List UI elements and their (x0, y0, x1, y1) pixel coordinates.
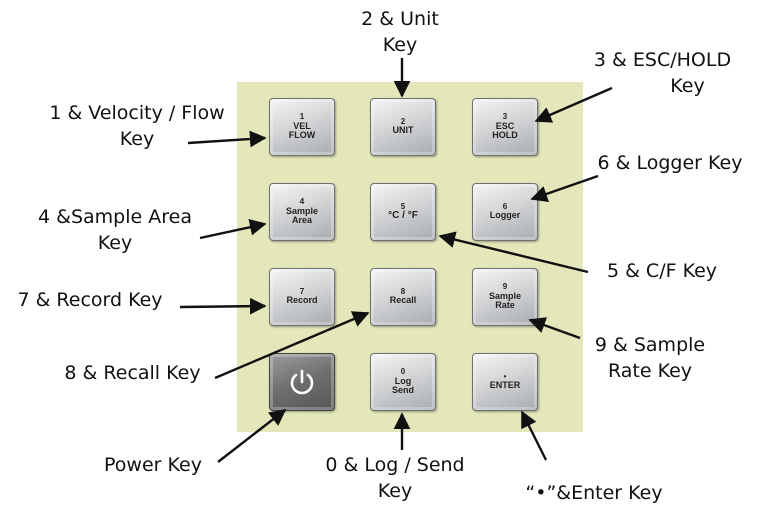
callout-9: 9 & Sample Rate Key (580, 332, 720, 384)
key-number: 4 (299, 197, 305, 207)
key-label: ESC (495, 120, 515, 131)
callout-2-line1: 2 & Unit (361, 8, 439, 30)
key-2-unit[interactable]: 2 UNIT (370, 98, 436, 156)
key-label: Sample (285, 205, 318, 216)
key-4-sample-area[interactable]: 4 Sample Area (269, 183, 335, 241)
callout-5-line1: 5 & C/F Key (606, 260, 718, 282)
power-icon (290, 369, 314, 395)
key-dot-enter[interactable]: • ENTER (472, 353, 538, 411)
key-number: 5 (400, 201, 406, 211)
callout-power: Power Key (92, 452, 214, 478)
key-label: Log (394, 375, 412, 386)
callout-2: 2 & Unit Key (330, 6, 470, 58)
arrow-4 (199, 218, 267, 240)
key-label: Recall (389, 295, 417, 306)
callout-3-line1: 3 & ESC/HOLD (593, 49, 732, 71)
key-number: 6 (502, 202, 508, 212)
callout-0-line1: 0 & Log / Send (325, 454, 465, 476)
callout-9-line1: 9 & Sample (594, 334, 706, 356)
callout-3: 3 & ESC/HOLD Key (580, 47, 745, 99)
callout-6: 6 & Logger Key (590, 150, 750, 176)
callout-4-line1: 4 &Sample Area (38, 206, 192, 228)
arrow-1 (187, 130, 267, 148)
key-label: FLOW (288, 130, 316, 141)
callout-7: 7 & Record Key (4, 287, 176, 313)
callout-0-line2: Key (377, 480, 413, 502)
key-7-record[interactable]: 7 Record (269, 268, 335, 326)
key-label: HOLD (492, 130, 518, 141)
key-number: 8 (400, 287, 406, 297)
key-number: 7 (299, 287, 305, 297)
key-label: VEL (293, 120, 311, 131)
arrow-3 (534, 86, 613, 123)
callout-4: 4 &Sample Area Key (20, 204, 210, 256)
key-5-c-f[interactable]: 5 °C / °F (370, 183, 436, 241)
callout-power-line1: Power Key (104, 454, 202, 476)
arrow-6 (530, 174, 599, 202)
key-label: ENTER (489, 380, 521, 391)
callout-enter-line1: “•”&Enter Key (525, 482, 663, 504)
callout-enter: “•”&Enter Key (494, 480, 694, 506)
callout-1: 1 & Velocity / Flow Key (17, 100, 257, 152)
key-label: Rate (495, 300, 515, 311)
callout-1-line1: 1 & Velocity / Flow (49, 102, 225, 124)
key-number: 1 (299, 112, 305, 122)
key-label: Logger (489, 210, 521, 221)
callout-1-line2: Key (119, 128, 155, 150)
callout-6-line1: 6 & Logger Key (597, 152, 743, 174)
callout-3-line2: Key (670, 75, 705, 97)
arrow-9 (528, 317, 581, 340)
key-label: Area (291, 215, 312, 226)
key-label: Sample (488, 290, 521, 301)
callout-2-line2: Key (382, 34, 418, 56)
callout-7-line1: 7 & Record Key (17, 289, 163, 311)
callout-0: 0 & Log / Send Key (300, 452, 490, 504)
key-label: Record (286, 295, 318, 306)
callout-9-line2: Rate Key (607, 360, 693, 382)
callout-8-line1: 8 & Recall Key (64, 362, 201, 384)
key-label: °C / °F (388, 209, 418, 221)
callout-8: 8 & Recall Key (50, 360, 215, 386)
key-power[interactable] (269, 353, 335, 411)
key-number: 2 (400, 117, 406, 127)
key-8-recall[interactable]: 8 Recall (370, 268, 436, 326)
key-0-log-send[interactable]: 0 Log Send (370, 353, 436, 411)
callout-4-line2: Key (97, 232, 133, 254)
key-label: UNIT (392, 125, 414, 136)
key-6-logger[interactable]: 6 Logger (472, 183, 538, 241)
arrow-power (217, 408, 287, 463)
arrow-7 (179, 297, 267, 315)
key-number: 0 (400, 367, 406, 377)
key-3-esc-hold[interactable]: 3 ESC HOLD (472, 98, 538, 156)
arrow-8 (214, 311, 370, 380)
arrow-5 (438, 231, 589, 274)
key-label: Send (391, 385, 414, 396)
key-number: 9 (502, 282, 508, 292)
key-number: 3 (502, 112, 508, 122)
key-number: • (503, 372, 507, 382)
callout-5: 5 & C/F Key (592, 258, 732, 284)
arrow-enter (520, 410, 548, 461)
key-1-vel-flow[interactable]: 1 VEL FLOW (269, 98, 335, 156)
key-9-sample-rate[interactable]: 9 Sample Rate (472, 268, 538, 326)
